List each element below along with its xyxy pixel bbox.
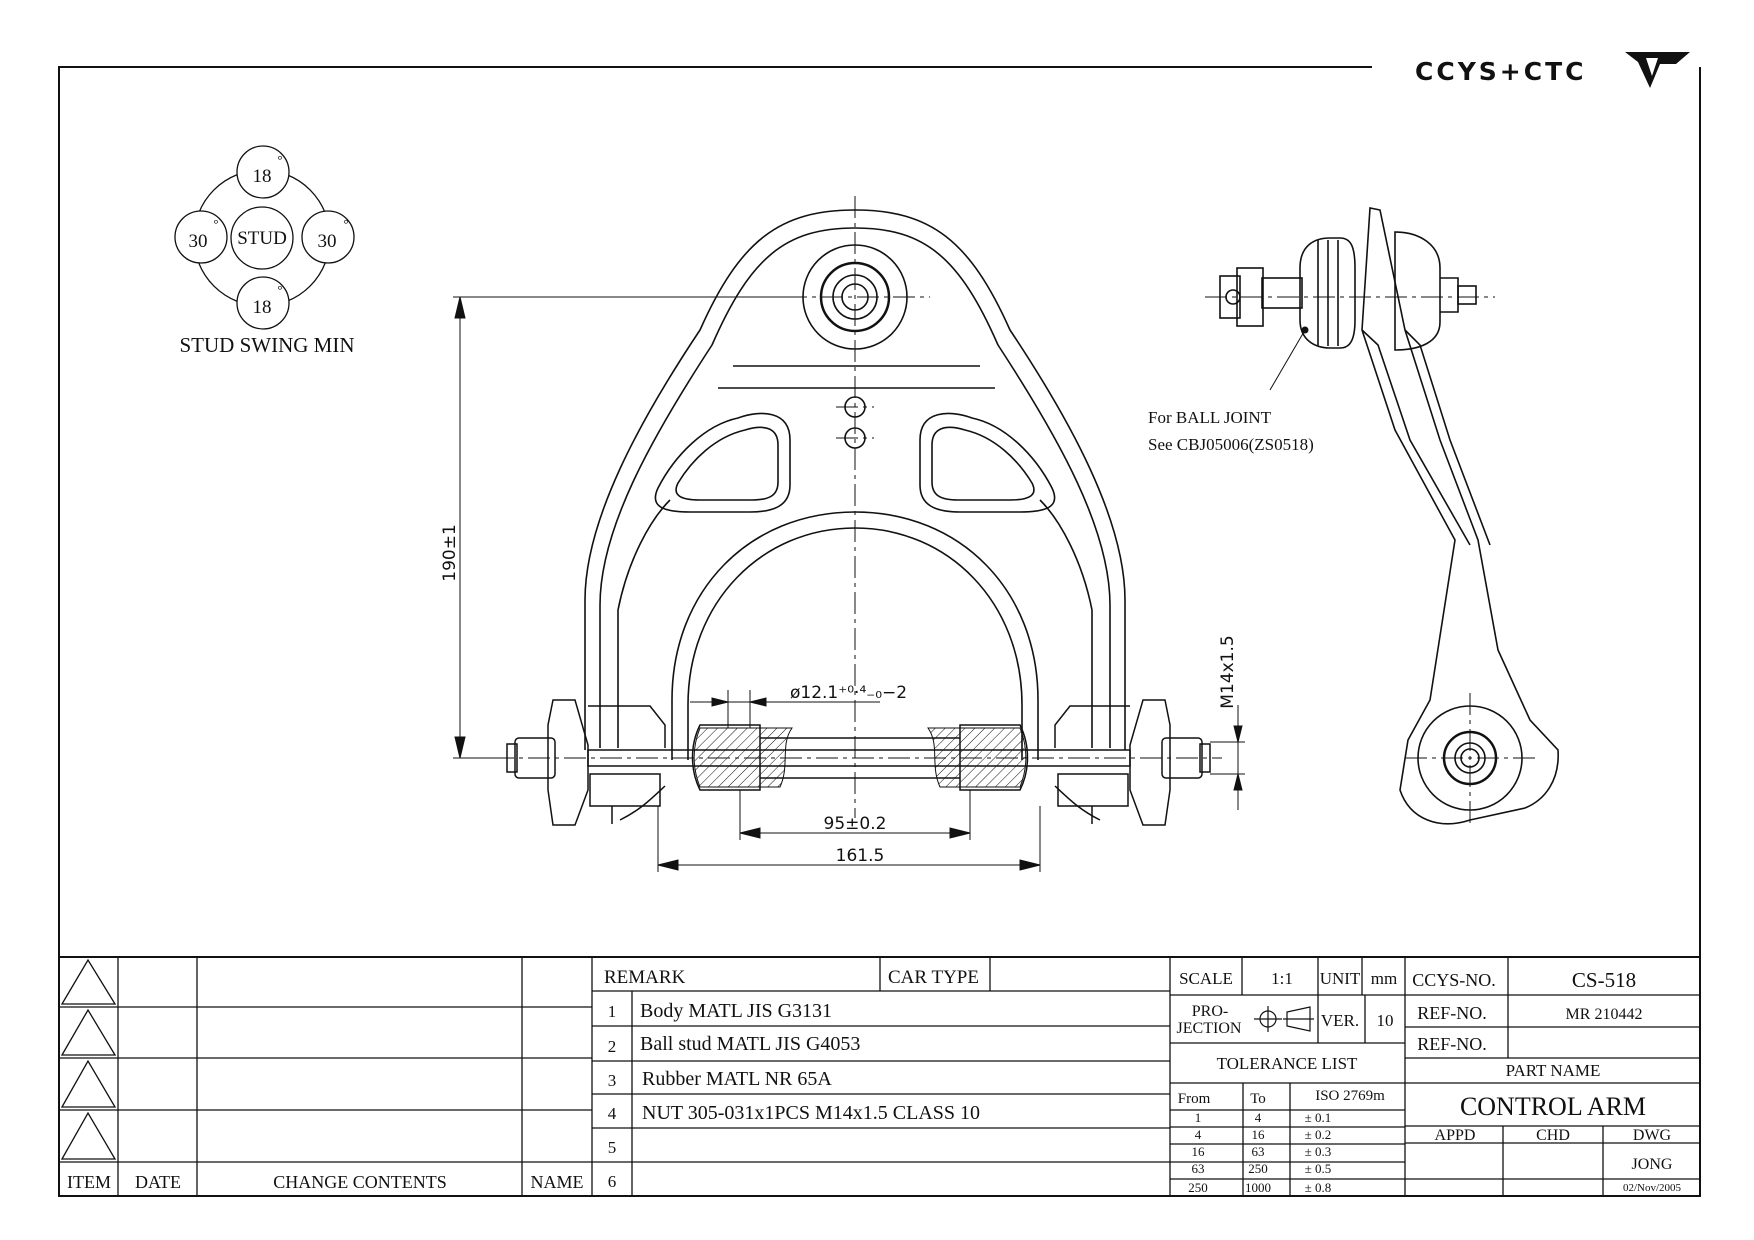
remark-block: REMARK CAR TYPE 1 Body MATL JIS G3131 2 …: [604, 967, 980, 1191]
dwg-label: DWG: [1633, 1127, 1672, 1144]
tolerance-cell: ± 0.5: [1305, 1161, 1332, 1176]
ref-no-2-label: REF-NO.: [1417, 1034, 1487, 1054]
remark-text: Ball stud MATL JIS G4053: [640, 1033, 860, 1055]
stud-swing-caption: STUD SWING MIN: [180, 333, 355, 357]
car-type-label: CAR TYPE: [888, 967, 979, 988]
side-view-centerlines: [1205, 296, 1535, 823]
revision-triangle-icon: [60, 958, 117, 1005]
tolerance-cell: 16: [1192, 1144, 1206, 1159]
ref-no-label: REF-NO.: [1417, 1003, 1487, 1023]
part-name: CONTROL ARM: [1460, 1092, 1646, 1121]
remark-text: NUT 305-031x1PCS M14x1.5 CLASS 10: [642, 1102, 980, 1124]
ball-joint-note: For BALL JOINT See CBJ05006(ZS0518): [1148, 408, 1314, 454]
scale-label: SCALE: [1179, 969, 1233, 988]
appd-label: APPD: [1435, 1127, 1476, 1144]
dim-overall-span: 161.5: [836, 846, 885, 866]
tolerance-header-iso: ISO 2769m: [1315, 1088, 1385, 1104]
tolerance-list: TOLERANCE LIST From To ISO 2769m 1 4 ± 0…: [1178, 1054, 1385, 1195]
stud-swing-diagram: [174, 145, 355, 330]
tolerance-cell: ± 0.1: [1305, 1110, 1332, 1125]
tolerance-title: TOLERANCE LIST: [1217, 1054, 1358, 1073]
swing-center: STUD: [237, 228, 287, 249]
front-view-centerlines: [492, 196, 1222, 818]
company-logo: CCYS+CTC: [1415, 52, 1690, 88]
degree-mark-left: °: [213, 216, 218, 231]
tolerance-header-to: To: [1250, 1091, 1266, 1107]
ref-no-value: MR 210442: [1566, 1006, 1643, 1023]
ball-joint-leader: [1269, 326, 1309, 391]
tolerance-cell: ± 0.2: [1305, 1127, 1332, 1142]
rev-header-contents: CHANGE CONTENTS: [273, 1172, 447, 1192]
rev-header-item: ITEM: [67, 1172, 111, 1192]
stud-swing-labels: 18 18 30 30 STUD ° ° ° ° STUD SWING MIN: [180, 152, 355, 357]
remark-no: 6: [608, 1172, 617, 1191]
scale-value: 1:1: [1271, 969, 1293, 988]
tolerance-cell: 63: [1252, 1144, 1265, 1159]
tolerance-cell: 16: [1252, 1127, 1266, 1142]
remark-header: REMARK: [604, 967, 686, 988]
tolerance-cell: ± 0.3: [1305, 1144, 1332, 1159]
dim-bushing-diameter: ø12.1⁺⁰·⁴₋₀−2: [790, 683, 907, 703]
drawing-date: 02/Nov/2005: [1623, 1182, 1682, 1194]
tolerance-cell: 4: [1195, 1127, 1202, 1142]
tolerance-cell: 1: [1195, 1110, 1202, 1125]
bushing-shaft-assembly: [506, 699, 1211, 826]
tolerance-cell: 1000: [1245, 1180, 1271, 1195]
projection-label-1: PRO-: [1192, 1003, 1228, 1020]
ccys-no-value: CS-518: [1572, 968, 1636, 992]
tolerance-cell: ± 0.8: [1305, 1180, 1332, 1195]
tolerance-header-from: From: [1178, 1091, 1211, 1107]
swing-bottom: 18: [253, 297, 272, 318]
degree-mark-bottom: °: [277, 282, 282, 297]
chd-label: CHD: [1536, 1127, 1570, 1144]
remark-no: 5: [608, 1138, 617, 1157]
bushing-hatching: [693, 727, 1027, 788]
remark-no: 4: [608, 1104, 617, 1123]
revision-triangles: [60, 958, 117, 1160]
projection-label-2: JECTION: [1177, 1020, 1242, 1037]
dim-height: 190±1: [440, 524, 460, 582]
revision-triangle-icon: [60, 1008, 117, 1056]
part-info-block: CCYS-NO. CS-518 REF-NO. MR 210442 REF-NO…: [1412, 968, 1681, 1194]
degree-mark-top: °: [277, 152, 282, 167]
revision-triangle-icon: [60, 1111, 117, 1160]
tolerance-cell: 250: [1188, 1180, 1208, 1195]
dimension-lines: [453, 296, 1245, 872]
dim-bushing-span: 95±0.2: [824, 814, 887, 834]
control-arm-side-view: [1219, 207, 1559, 825]
remark-text: Body MATL JIS G3131: [640, 1000, 832, 1022]
swing-left: 30: [189, 231, 208, 252]
revision-headers: ITEM DATE CHANGE CONTENTS NAME: [67, 1172, 584, 1192]
rev-header-name: NAME: [531, 1172, 584, 1192]
degree-mark-right: °: [343, 216, 348, 231]
unit-label: UNIT: [1320, 969, 1361, 988]
dim-thread: M14x1.5: [1218, 635, 1238, 708]
projection-symbol-icon: [1254, 1006, 1314, 1032]
swing-right: 30: [318, 231, 337, 252]
part-name-label: PART NAME: [1506, 1061, 1601, 1080]
logo-emblem-icon: [1625, 52, 1690, 88]
revision-triangle-icon: [60, 1059, 117, 1108]
tolerance-cell: 63: [1192, 1161, 1205, 1176]
tolerance-cell: 250: [1248, 1161, 1268, 1176]
ver-label: VER.: [1321, 1011, 1359, 1030]
tolerance-cell: 4: [1255, 1110, 1262, 1125]
remark-text: Rubber MATL NR 65A: [642, 1068, 832, 1090]
ver-value: 10: [1377, 1011, 1394, 1030]
unit-value: mm: [1371, 969, 1397, 988]
remark-no: 3: [608, 1071, 617, 1090]
remark-no: 2: [608, 1037, 617, 1056]
ball-joint-note-line1: For BALL JOINT: [1148, 408, 1272, 427]
dimension-labels: 190±1 ø12.1⁺⁰·⁴₋₀−2 95±0.2 161.5 M14x1.5: [440, 524, 1238, 866]
ball-joint-note-line2: See CBJ05006(ZS0518): [1148, 435, 1314, 454]
rev-header-date: DATE: [135, 1172, 181, 1192]
remark-no: 1: [608, 1002, 617, 1021]
title-block-grid: [59, 957, 1700, 1196]
specs-block: SCALE 1:1 UNIT mm PRO- JECTION VER. 10: [1177, 969, 1398, 1037]
logo-text: CCYS+CTC: [1415, 57, 1587, 86]
swing-top: 18: [253, 166, 272, 187]
ccys-no-label: CCYS-NO.: [1412, 970, 1496, 990]
dwg-name: JONG: [1632, 1156, 1673, 1173]
